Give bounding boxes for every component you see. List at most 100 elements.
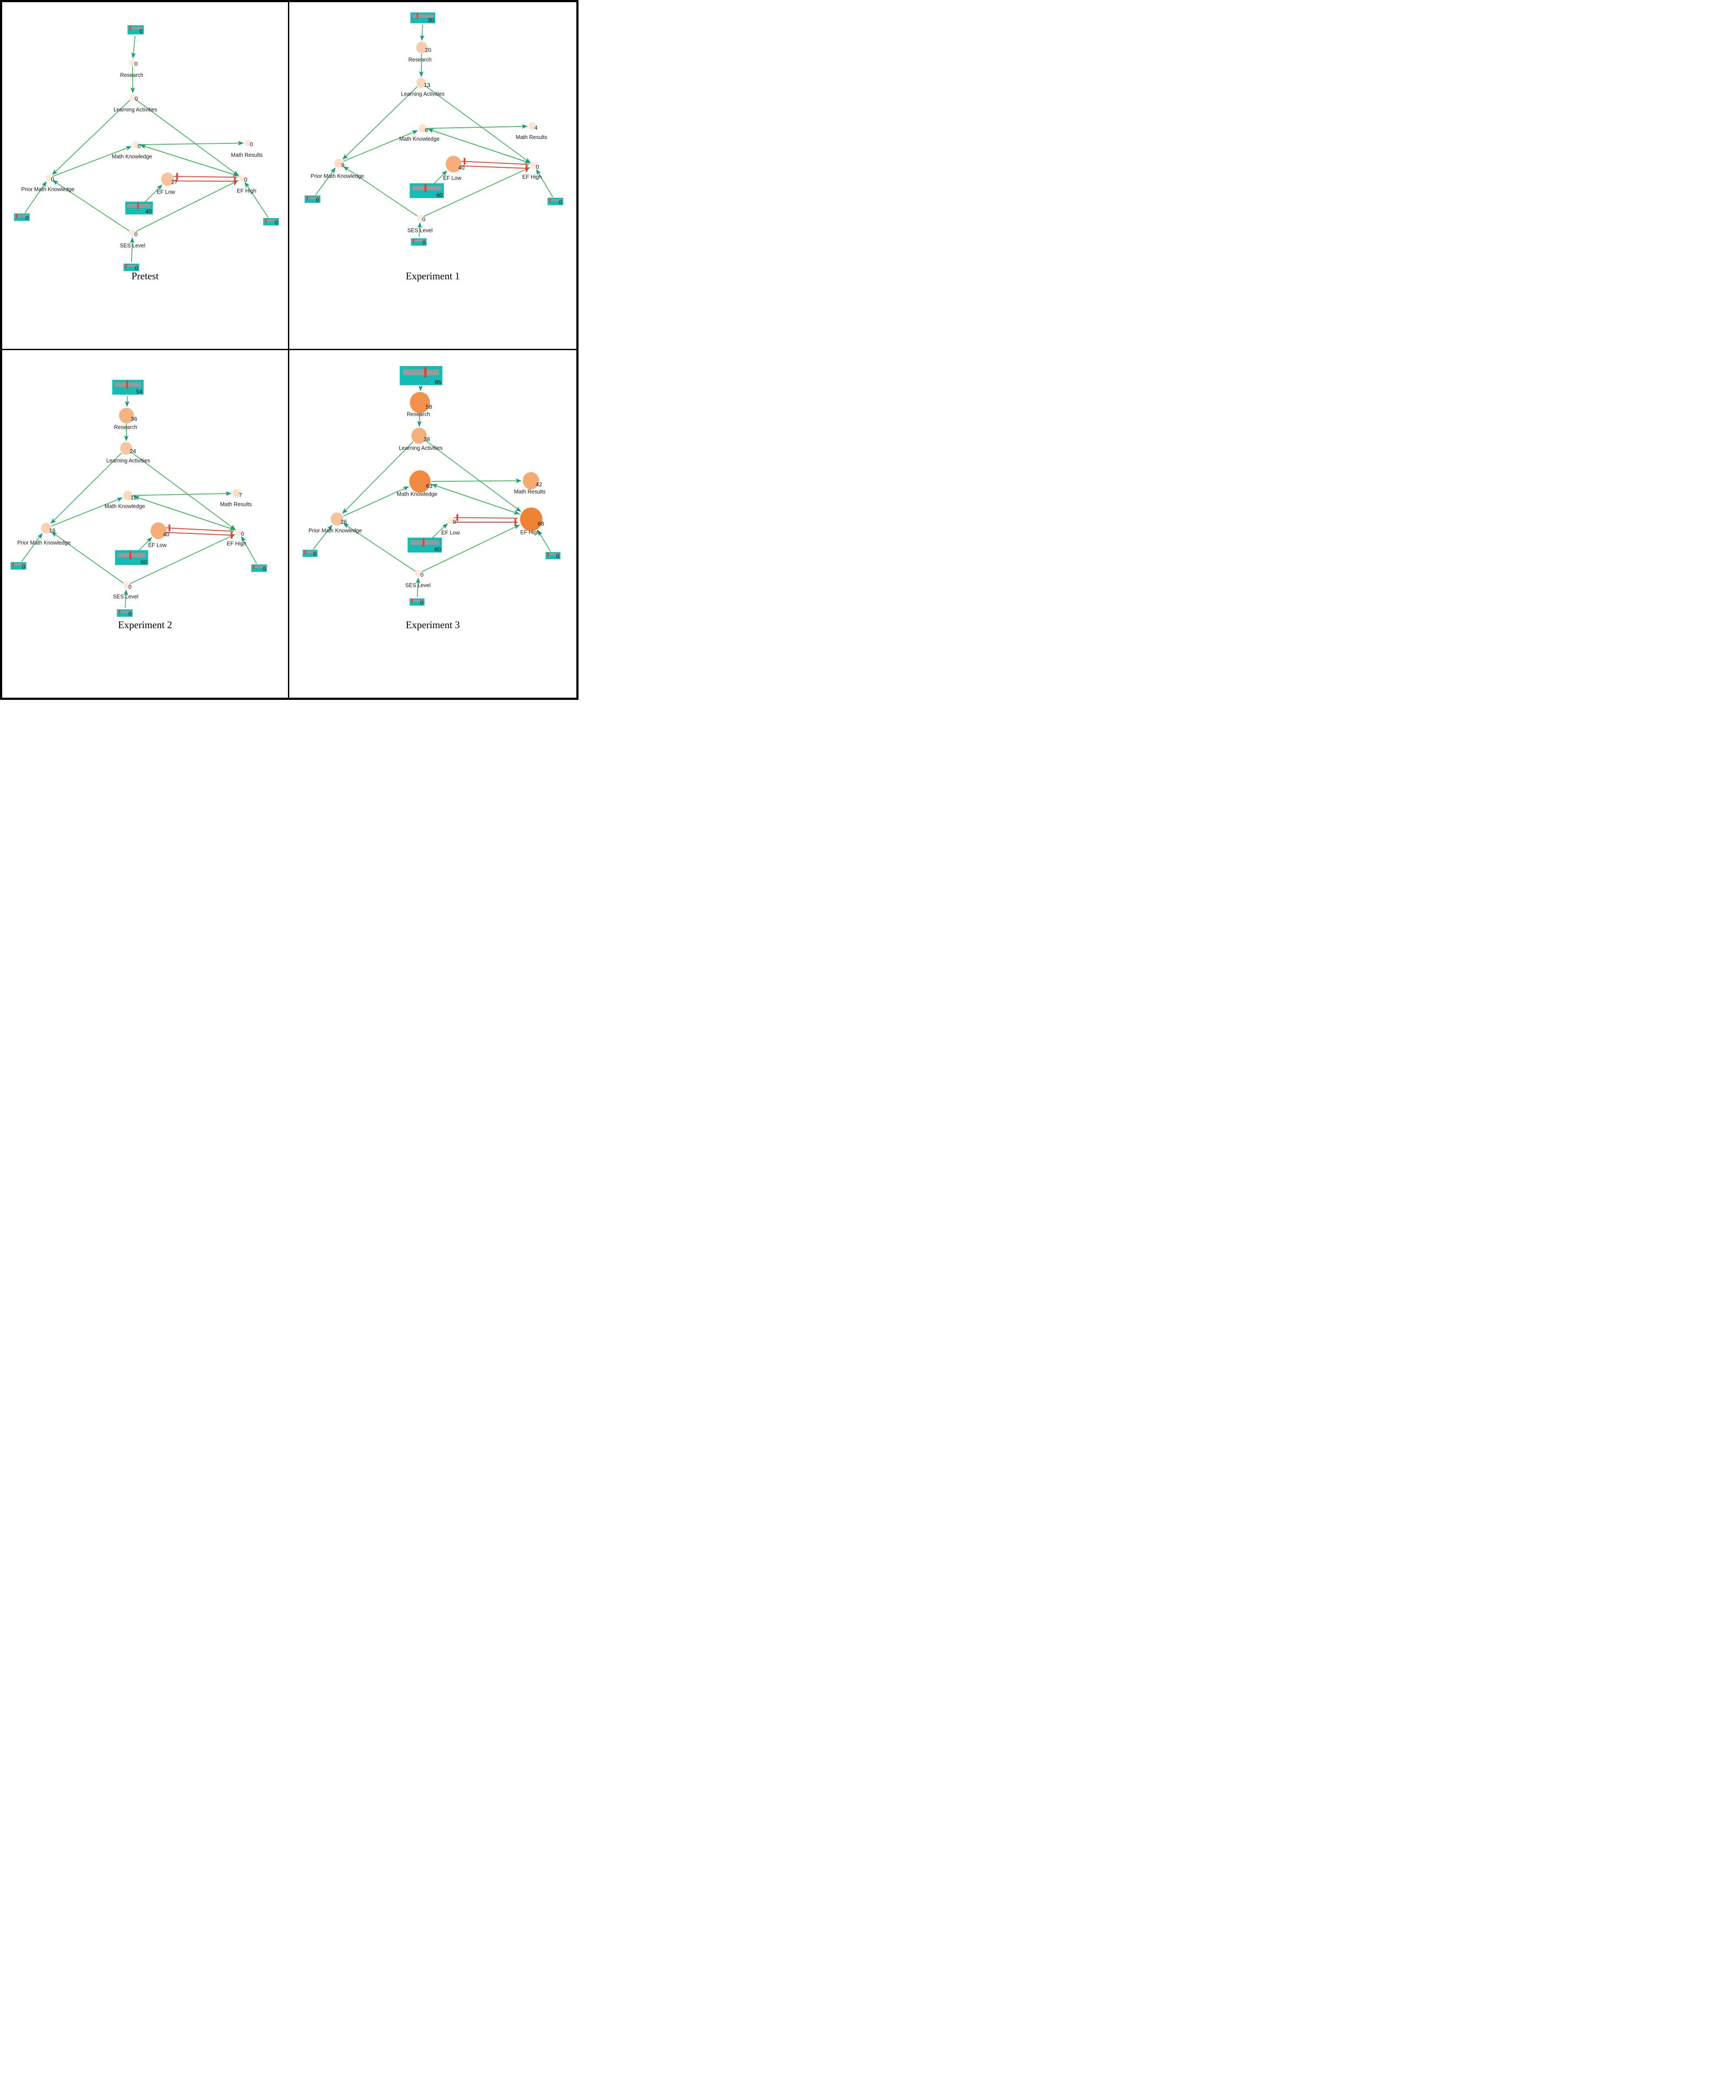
slider-box[interactable] <box>400 366 443 385</box>
slider-box_top[interactable]: 0 <box>127 25 144 35</box>
slider-track[interactable] <box>304 551 317 553</box>
slider-track[interactable] <box>412 239 426 242</box>
slider-track[interactable] <box>412 185 441 191</box>
slider-track[interactable] <box>118 610 132 613</box>
slider-box[interactable] <box>407 537 442 553</box>
slider-thumb[interactable] <box>125 264 127 268</box>
slider-track[interactable] <box>264 219 278 222</box>
slider-box_eflow[interactable]: 60 <box>115 550 149 565</box>
node-pmk[interactable] <box>331 512 344 526</box>
slider-box_efhigh[interactable]: 0 <box>547 198 563 205</box>
slider-box_efhigh[interactable]: 0 <box>546 552 561 559</box>
slider-box_pmk[interactable]: 0 <box>10 562 26 570</box>
slider-thumb[interactable] <box>411 599 413 603</box>
slider-thumb[interactable] <box>126 380 128 389</box>
node-learning[interactable] <box>411 427 427 444</box>
slider-box[interactable] <box>125 202 153 215</box>
node-pmk[interactable] <box>334 159 343 168</box>
slider-track[interactable] <box>129 26 143 30</box>
node-efhigh[interactable] <box>235 529 242 536</box>
node-eflow[interactable] <box>150 522 167 539</box>
slider-track[interactable] <box>306 197 319 199</box>
slider-box[interactable] <box>410 12 436 23</box>
node-efhigh[interactable] <box>239 175 246 182</box>
slider-track[interactable] <box>252 565 266 568</box>
node-pmk[interactable] <box>41 522 52 533</box>
slider-box[interactable] <box>115 550 149 565</box>
slider-box_efhigh[interactable]: 0 <box>251 564 267 572</box>
slider-thumb[interactable] <box>129 551 132 559</box>
slider-thumb[interactable] <box>306 196 308 200</box>
slider-track[interactable] <box>410 540 440 545</box>
node-mathk[interactable] <box>418 124 427 133</box>
slider-thumb[interactable] <box>12 562 14 566</box>
slider-thumb[interactable] <box>137 202 139 209</box>
node-ses[interactable] <box>123 581 130 589</box>
node-eflow[interactable] <box>161 172 174 186</box>
slider-box_top[interactable]: 86 <box>400 366 443 385</box>
slider-thumb[interactable] <box>424 184 427 192</box>
slider-thumb[interactable] <box>119 609 120 614</box>
slider-track[interactable] <box>15 215 29 217</box>
node-mathk[interactable] <box>123 490 132 500</box>
node-ses[interactable] <box>417 215 424 222</box>
node-mathk[interactable] <box>409 470 431 493</box>
slider-track[interactable] <box>127 204 151 208</box>
node-mathk[interactable] <box>132 141 139 149</box>
slider-thumb[interactable] <box>413 238 414 243</box>
node-research[interactable] <box>416 41 427 53</box>
slider-box_eflow[interactable]: 60 <box>407 537 442 553</box>
slider-box_pmk[interactable]: 0 <box>14 213 30 221</box>
node-efhigh[interactable] <box>520 507 542 531</box>
node-eflow[interactable] <box>446 156 462 172</box>
slider-box_ses[interactable]: 0 <box>410 598 425 606</box>
node-pmk[interactable] <box>46 174 53 182</box>
slider-thumb[interactable] <box>265 218 267 223</box>
slider-thumb[interactable] <box>422 538 425 547</box>
slider-thumb[interactable] <box>253 564 255 569</box>
node-mathr[interactable] <box>245 139 251 147</box>
slider-box_top[interactable]: 54 <box>112 379 144 395</box>
node-research[interactable] <box>410 391 430 413</box>
slider-thumb[interactable] <box>547 552 549 556</box>
slider-box_eflow[interactable]: 60 <box>410 183 444 199</box>
slider-box_pmk[interactable]: 0 <box>302 550 317 557</box>
slider-box[interactable] <box>410 183 444 198</box>
slider-thumb[interactable] <box>549 198 551 202</box>
node-mathr[interactable] <box>529 122 536 130</box>
slider-thumb[interactable] <box>417 13 418 19</box>
slider-track[interactable] <box>12 563 25 566</box>
slider-box_top[interactable]: 30 <box>410 12 436 23</box>
slider-box_ses[interactable]: 0 <box>411 238 427 246</box>
slider-track[interactable] <box>549 199 562 202</box>
slider-track[interactable] <box>410 600 423 602</box>
slider-thumb[interactable] <box>16 214 17 218</box>
node-efhigh[interactable] <box>531 162 537 169</box>
node-research[interactable] <box>119 407 134 424</box>
node-value-pmk: 0 <box>51 176 54 182</box>
node-ses[interactable] <box>129 229 136 237</box>
slider-box_pmk[interactable]: 0 <box>304 195 321 203</box>
node-learning[interactable] <box>120 442 132 455</box>
node-learning[interactable] <box>416 78 426 88</box>
slider-box_ses[interactable]: 0 <box>123 263 139 271</box>
node-eflow[interactable] <box>447 517 454 524</box>
slider-thumb[interactable] <box>129 26 131 31</box>
slider-box_efhigh[interactable]: 0 <box>263 218 279 225</box>
node-mathr[interactable] <box>522 472 539 489</box>
slider-track[interactable] <box>403 369 439 375</box>
slider-track[interactable] <box>118 553 146 557</box>
node-mathr[interactable] <box>232 489 241 497</box>
slider-track[interactable] <box>412 14 433 18</box>
node-research[interactable] <box>129 59 136 66</box>
slider-thumb[interactable] <box>424 367 427 378</box>
slider-thumb[interactable] <box>304 550 306 554</box>
node-learning[interactable] <box>129 94 136 101</box>
edge-pmk-to-mathk <box>51 497 123 527</box>
slider-track[interactable] <box>125 265 138 268</box>
slider-box_eflow[interactable]: 40 <box>125 202 153 215</box>
node-ses[interactable] <box>415 570 422 577</box>
slider-box_ses[interactable]: 0 <box>117 609 133 617</box>
slider-track[interactable] <box>546 553 559 556</box>
